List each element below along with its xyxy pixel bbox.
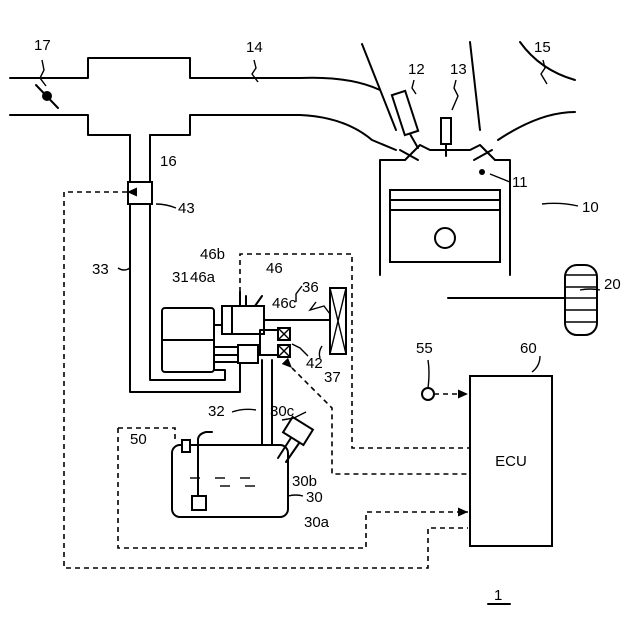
label-37: 37 bbox=[324, 369, 341, 386]
label-55: 55 bbox=[416, 340, 433, 357]
label-46a: 46a bbox=[190, 269, 216, 286]
label-30a: 30a bbox=[304, 514, 330, 531]
label-46c: 46c bbox=[272, 295, 297, 312]
label-46b: 46b bbox=[200, 246, 225, 263]
purge-valve bbox=[128, 182, 152, 204]
label-14: 14 bbox=[246, 39, 263, 56]
label-43: 43 bbox=[178, 200, 195, 217]
label-31: 31 bbox=[172, 269, 189, 286]
exhaust-pipe bbox=[470, 42, 575, 140]
label-20: 20 bbox=[604, 276, 621, 293]
figure-number: 1 bbox=[494, 587, 502, 604]
label-30c: 30c bbox=[270, 403, 295, 420]
label-42: 42 bbox=[306, 355, 323, 372]
label-13: 13 bbox=[450, 61, 467, 78]
label-46: 46 bbox=[266, 260, 283, 277]
wheel bbox=[448, 265, 597, 335]
ecu-label: ECU bbox=[495, 453, 527, 470]
label-10: 10 bbox=[582, 199, 599, 216]
intake-port bbox=[362, 44, 396, 130]
label-30b: 30b bbox=[292, 473, 317, 490]
label-15: 15 bbox=[534, 39, 551, 56]
fuel-tank bbox=[172, 432, 288, 517]
label-32: 32 bbox=[208, 403, 225, 420]
engine-cylinder bbox=[380, 145, 510, 275]
label-16: 16 bbox=[160, 153, 177, 170]
label-30: 30 bbox=[306, 489, 323, 506]
ecu: ECU bbox=[470, 376, 552, 546]
throttle-valve bbox=[36, 85, 58, 108]
label-12: 12 bbox=[408, 61, 425, 78]
intake-pipe bbox=[10, 58, 396, 150]
label-17: 17 bbox=[34, 37, 51, 54]
filter bbox=[330, 288, 346, 354]
sensor bbox=[422, 388, 468, 400]
label-11: 11 bbox=[512, 174, 528, 191]
label-50: 50 bbox=[130, 431, 147, 448]
canister bbox=[162, 308, 222, 372]
label-36: 36 bbox=[302, 279, 319, 296]
fuel-injector bbox=[392, 91, 418, 148]
label-60: 60 bbox=[520, 340, 537, 357]
label-33: 33 bbox=[92, 261, 109, 278]
